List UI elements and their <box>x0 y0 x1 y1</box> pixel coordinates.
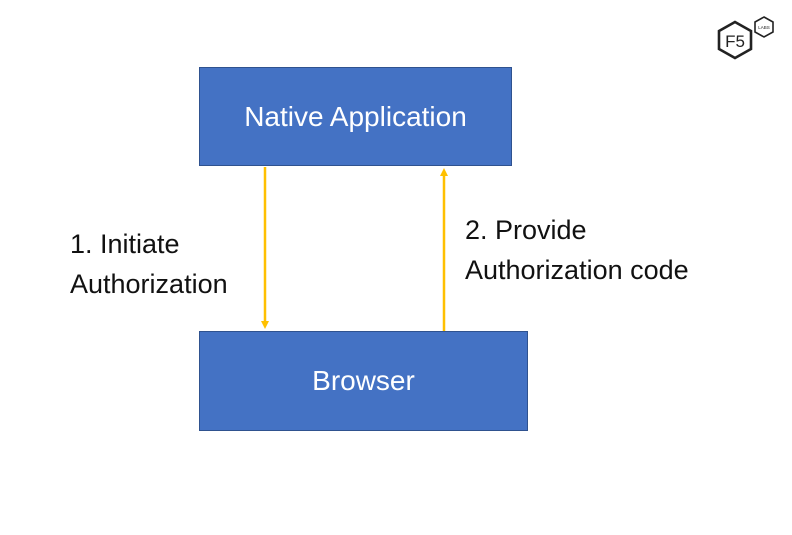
f5-labs-logo: F5 LABS <box>717 16 774 60</box>
step1-label: 1. Initiate Authorization <box>70 224 228 304</box>
step2-line1: 2. Provide <box>465 215 587 245</box>
native-application-box: Native Application <box>199 67 512 166</box>
logo-sub-text: LABS <box>758 25 770 30</box>
step2-label: 2. Provide Authorization code <box>465 210 689 290</box>
native-application-label: Native Application <box>244 100 467 132</box>
step1-line1: 1. Initiate <box>70 229 180 259</box>
browser-label: Browser <box>312 365 415 396</box>
browser-box: Browser <box>199 331 528 431</box>
step2-line2: Authorization code <box>465 255 689 285</box>
step1-line2: Authorization <box>70 269 228 299</box>
logo-main-text: F5 <box>725 32 745 51</box>
